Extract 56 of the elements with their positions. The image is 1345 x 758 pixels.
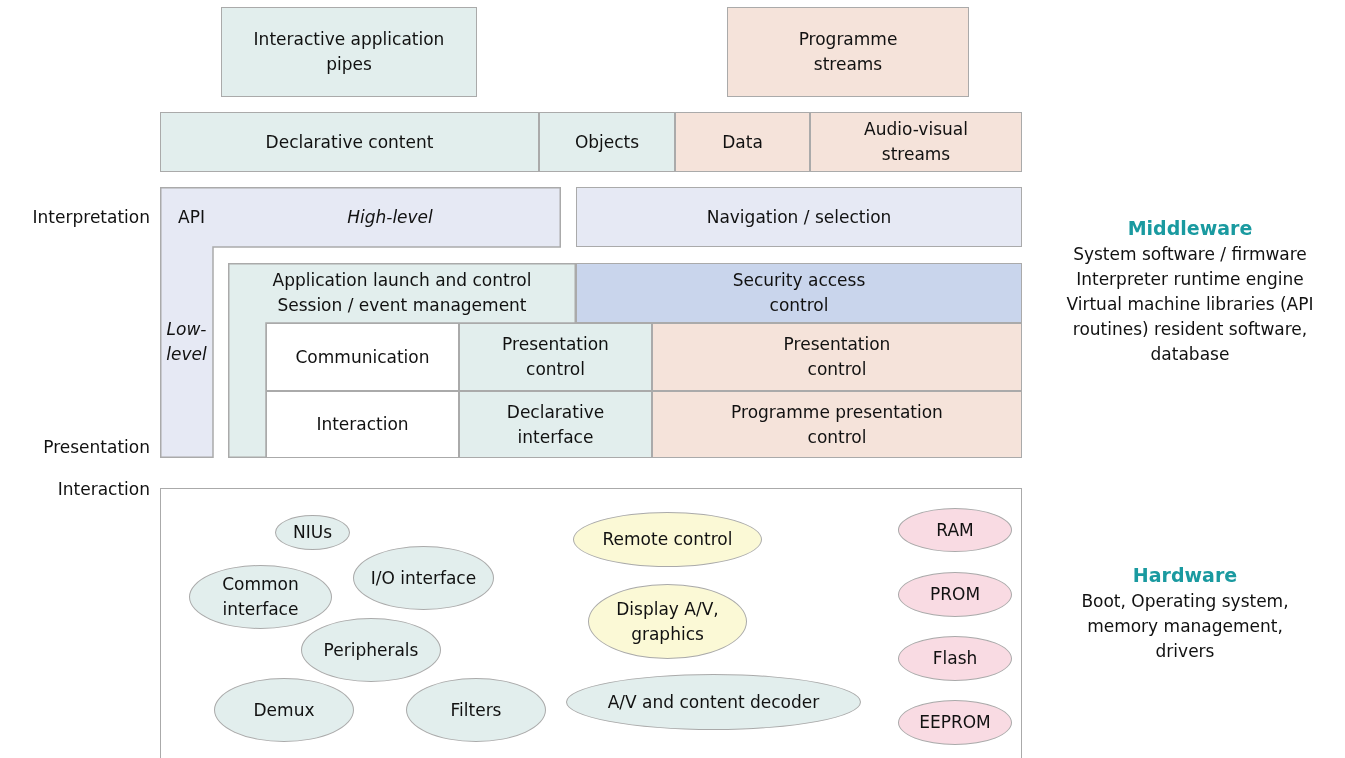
layer-box: [459, 323, 652, 391]
layer-box: [221, 7, 477, 97]
layer-label: Data: [722, 130, 763, 154]
layer-label: Navigation / selection: [706, 205, 892, 229]
layer-label: Objects: [574, 130, 640, 154]
component-label: NIUs: [293, 521, 332, 544]
layer-label: Programme presentation control: [730, 400, 944, 449]
layer-box: [576, 263, 1022, 323]
component-label: A/V and content decoder: [607, 690, 820, 714]
layer-box: [810, 112, 1022, 172]
hardware-panel: [160, 488, 1022, 758]
component-label: Demux: [253, 698, 315, 722]
component-label: Common interface: [221, 573, 300, 621]
layer-label: Declarative content: [265, 130, 434, 154]
layer-label: Low-level: [165, 318, 208, 366]
layer-label: High-level: [346, 206, 434, 229]
component-label: RAM: [936, 518, 974, 542]
level-label: Interpretation: [31, 206, 150, 229]
layer-label: Programme streams: [797, 28, 899, 76]
layer-box: [160, 112, 539, 172]
layer-label: Security access control: [731, 269, 867, 317]
layer-box: [266, 391, 459, 458]
layer-box: [576, 187, 1022, 247]
layer-box: [652, 323, 1022, 391]
layer-label: Audio-visual streams: [863, 118, 969, 166]
layer-label: Application launch and control: [271, 269, 533, 292]
component-label: Filters: [450, 698, 502, 722]
layer-box: [727, 7, 969, 97]
component-label: Display A/V, graphics: [615, 597, 720, 646]
component-label: Peripherals: [323, 638, 419, 662]
layer-label: Presentation control: [501, 333, 610, 381]
level-label: Interaction: [56, 478, 150, 501]
layer-box: [539, 112, 675, 172]
component-label: Flash: [932, 647, 978, 670]
layer-label: Declarative interface: [505, 400, 606, 449]
description-text: Virtual machine libraries (API routines) resident software, database: [1065, 293, 1315, 366]
component-label: PROM: [929, 583, 981, 606]
layer-label: Interaction: [316, 413, 409, 436]
description-text: Interpreter runtime engine: [1075, 268, 1305, 291]
layer-box: [266, 323, 459, 391]
section-heading: Middleware: [1126, 216, 1254, 241]
component-label: Remote control: [602, 528, 733, 551]
component-label: EEPROM: [919, 711, 991, 734]
section-heading: Hardware: [1131, 563, 1239, 588]
description-text: System software / firmware: [1072, 243, 1308, 266]
layer-label: API: [178, 206, 206, 229]
layer-box: [675, 112, 810, 172]
layer-label: Presentation control: [782, 333, 892, 381]
level-label: Presentation: [42, 436, 150, 459]
description-text: Boot, Operating system, memory management, drivers: [1080, 590, 1290, 663]
component-label: I/O interface: [370, 566, 477, 590]
layer-box: [459, 391, 652, 458]
layer-label: Interactive application pipes: [252, 28, 446, 76]
layer-label: Communication: [295, 345, 430, 369]
layer-box: [652, 391, 1022, 458]
layer-label: Session / event management: [276, 294, 528, 317]
